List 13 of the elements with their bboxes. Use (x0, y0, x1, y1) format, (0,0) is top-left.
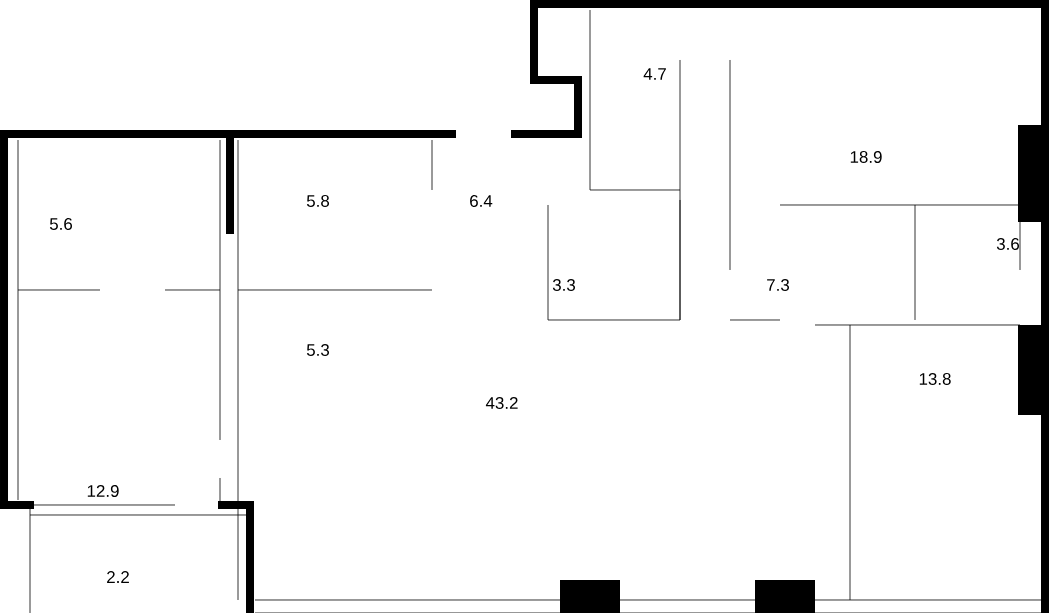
room-area: 5.6 (49, 218, 73, 230)
room-area: 43.2 (485, 397, 518, 409)
room-area: 13.8 (919, 373, 951, 385)
room-area: 3.6 (996, 238, 1020, 250)
room-area: 4.7 (643, 68, 666, 80)
room-area: 7.3 (767, 279, 790, 291)
room-area: 5.8 (306, 195, 330, 207)
room-area: 12.9 (87, 485, 119, 497)
room-area: 18.9 (850, 151, 882, 163)
room-area: 2.2 (107, 571, 129, 583)
room-area: 3.3 (552, 279, 576, 291)
room-area: 5.3 (306, 344, 330, 356)
room-area: 6.4 (470, 195, 493, 207)
